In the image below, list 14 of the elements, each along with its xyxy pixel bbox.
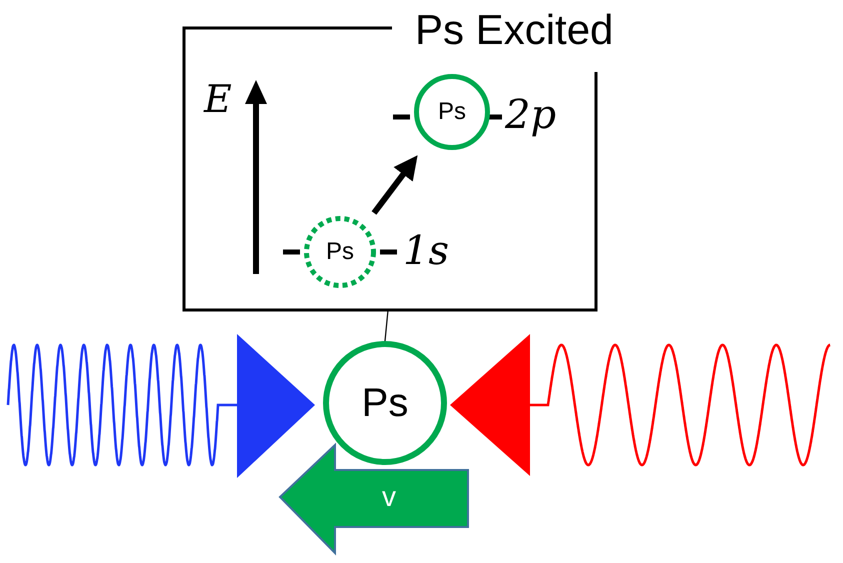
particle-circle [304,216,376,288]
axis-label: E [204,76,232,122]
connector-line [384,310,389,342]
particle-circle [323,341,447,465]
particle-label: Ps [438,98,466,126]
velocity-arrow [278,443,470,555]
arrow [372,155,418,215]
level-label: 2p [505,91,556,140]
level-label: 1s [403,227,449,276]
particle-label: Ps [326,238,354,266]
particle-circle [414,74,490,150]
velocity-label: v [382,481,396,513]
particle-label: Ps [362,380,408,426]
frame-title: Ps Excited [415,5,614,55]
